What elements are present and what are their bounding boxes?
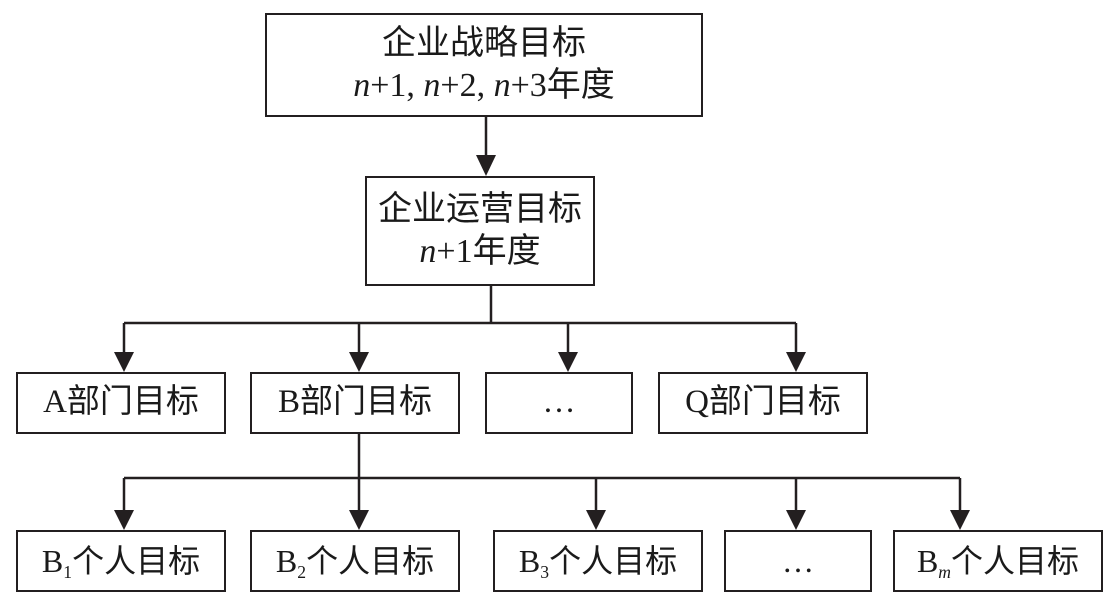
arrowhead-dept-a [114,352,134,372]
dept-ellipsis-box: … [485,372,633,434]
strategy-n2: n [423,67,441,104]
strategy-goal-title: 企业战略目标 [382,24,586,62]
dept-ellipsis-label: … [542,384,576,421]
dept-a-goal-label: A部门目标 [43,384,199,421]
arrowhead-ind-2 [349,510,369,530]
individual-bm-prefix: B [916,543,939,579]
individual-b2-goal-label: B2个人目标 [276,541,434,581]
individual-b2-prefix: B [275,543,298,579]
individual-b1-suffix: 个人目标 [72,543,201,579]
strategy-goal-years: n+1, n+2, n+3年度 [353,65,615,108]
operation-n: n [419,233,437,270]
individual-bm-goal-label: Bm个人目标 [917,541,1079,581]
strategy-t2: +2, [440,67,494,104]
dept-b-goal-box: B部门目标 [250,372,460,434]
arrowhead-ind-m [950,510,970,530]
individual-b1-sub: 1 [63,562,73,583]
arrowhead-dept-q [786,352,806,372]
strategy-goal-box: 企业战略目标 n+1, n+2, n+3年度 [265,13,703,117]
individual-b2-sub: 2 [297,562,307,583]
individual-b3-suffix: 个人目标 [549,543,678,579]
individual-b3-sub: 3 [540,562,550,583]
strategy-n1: n [353,67,371,104]
dept-q-goal-box: Q部门目标 [658,372,868,434]
individual-b3-goal-label: B3个人目标 [519,541,677,581]
operation-goal-year: n+1年度 [419,231,540,274]
individual-bm-goal-box: Bm个人目标 [893,530,1103,592]
individual-b1-goal-box: B1个人目标 [16,530,226,592]
individual-ellipsis-box: … [724,530,872,592]
individual-b1-prefix: B [41,543,64,579]
arrowhead-dept-b [349,352,369,372]
arrowhead-ind-1 [114,510,134,530]
individual-b1-goal-label: B1个人目标 [42,541,200,581]
individual-b2-suffix: 个人目标 [306,543,435,579]
dept-q-goal-label: Q部门目标 [685,384,841,421]
individual-b3-prefix: B [518,543,541,579]
operation-goal-title: 企业运营目标 [378,190,582,228]
individual-b2-goal-box: B2个人目标 [250,530,460,592]
individual-bm-sub: m [938,562,952,583]
arrowhead-dept-more [558,352,578,372]
arrowhead-ind-more [786,510,806,530]
strategy-n3: n [493,67,511,104]
operation-t: +1年度 [436,233,541,270]
arrowhead-ind-3 [586,510,606,530]
dept-b-goal-label: B部门目标 [277,384,432,421]
individual-bm-suffix: 个人目标 [951,543,1080,579]
arrowhead-operation [476,155,496,176]
individual-ellipsis-label: … [782,543,814,579]
strategy-t3: +3年度 [510,67,615,104]
dept-a-goal-box: A部门目标 [16,372,226,434]
strategy-t1: +1, [370,67,424,104]
operation-goal-box: 企业运营目标 n+1年度 [365,176,595,286]
individual-b3-goal-box: B3个人目标 [493,530,703,592]
